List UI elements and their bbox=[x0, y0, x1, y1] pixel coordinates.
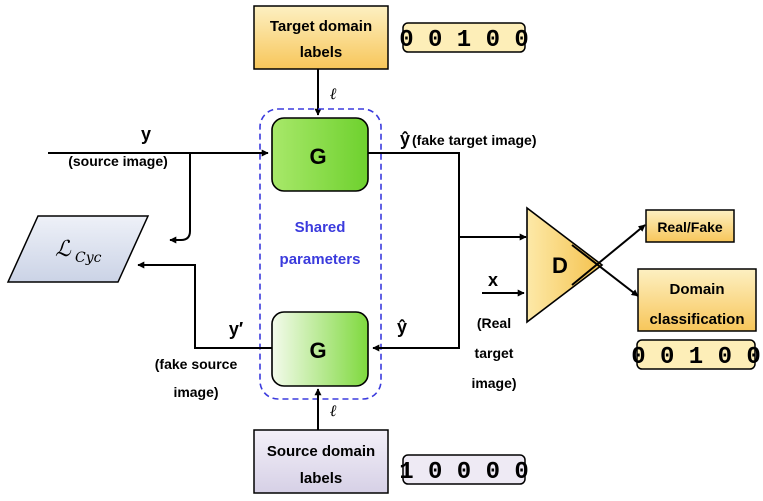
domain-cls-line2: classification bbox=[649, 311, 744, 328]
generator-top-label: G bbox=[309, 144, 326, 169]
target-labels-line2: labels bbox=[300, 44, 343, 61]
fake-source-to-loss-arrow bbox=[137, 261, 272, 349]
shared-label-line1: Shared bbox=[295, 219, 346, 236]
real-input-line2: target bbox=[475, 345, 514, 361]
target-ell: ℓ bbox=[329, 84, 337, 103]
real-fake-box: Real/Fake bbox=[645, 209, 735, 243]
discriminator-label: D bbox=[552, 253, 568, 278]
fake-source-caption-line2: image) bbox=[173, 384, 218, 400]
generator-top: G bbox=[271, 117, 369, 192]
fake-target-loop-arrow bbox=[368, 152, 460, 352]
fake-source-symbol: y′ bbox=[229, 319, 243, 339]
real-input-symbol: x bbox=[488, 270, 498, 290]
real-fake-label: Real/Fake bbox=[657, 219, 723, 235]
real-input-line3: image) bbox=[471, 375, 516, 391]
domain-classification-box: Domain classification bbox=[637, 268, 757, 332]
target-domain-labels-box: Target domain labels bbox=[253, 5, 389, 70]
to-domain-cls-arrow bbox=[571, 244, 639, 297]
fake-target-symbol: ŷ bbox=[400, 129, 410, 149]
target-labels-line1: Target domain bbox=[270, 18, 372, 35]
source-image-symbol: y bbox=[141, 124, 151, 144]
real-input-line1: (Real bbox=[477, 315, 511, 331]
cycle-loss-box: ℒ Cyc bbox=[6, 215, 150, 283]
loss-symbol: ℒ bbox=[55, 237, 72, 262]
source-labels-line2: labels bbox=[300, 470, 343, 487]
source-code-box: 1 0 0 0 0 bbox=[399, 454, 529, 486]
generator-bottom: G bbox=[271, 311, 369, 387]
source-to-loss-arrow bbox=[169, 153, 191, 244]
shared-parameters-region bbox=[259, 108, 382, 400]
source-ell: ℓ bbox=[329, 401, 337, 420]
source-code: 1 0 0 0 0 bbox=[399, 459, 529, 486]
source-labels-line1: Source domain bbox=[267, 443, 375, 460]
domain-cls-code: 0 0 1 0 0 bbox=[631, 344, 761, 371]
domain-cls-line1: Domain bbox=[669, 281, 724, 298]
target-code: 0 0 1 0 0 bbox=[399, 27, 529, 54]
target-code-box: 0 0 1 0 0 bbox=[399, 22, 529, 54]
to-real-fake-arrow bbox=[571, 224, 646, 286]
fake-source-caption-line1: (fake source bbox=[155, 356, 238, 372]
domain-cls-code-box: 0 0 1 0 0 bbox=[631, 339, 761, 371]
shared-label-line2: parameters bbox=[280, 251, 361, 268]
y-hat-return-symbol: ŷ bbox=[397, 317, 407, 337]
generator-bottom-label: G bbox=[309, 338, 326, 363]
source-domain-labels-box: Source domain labels bbox=[253, 429, 389, 494]
discriminator: D bbox=[526, 206, 604, 324]
fake-target-caption: (fake target image) bbox=[412, 132, 536, 148]
loss-subscript: Cyc bbox=[75, 250, 102, 266]
source-image-caption: (source image) bbox=[68, 153, 168, 169]
